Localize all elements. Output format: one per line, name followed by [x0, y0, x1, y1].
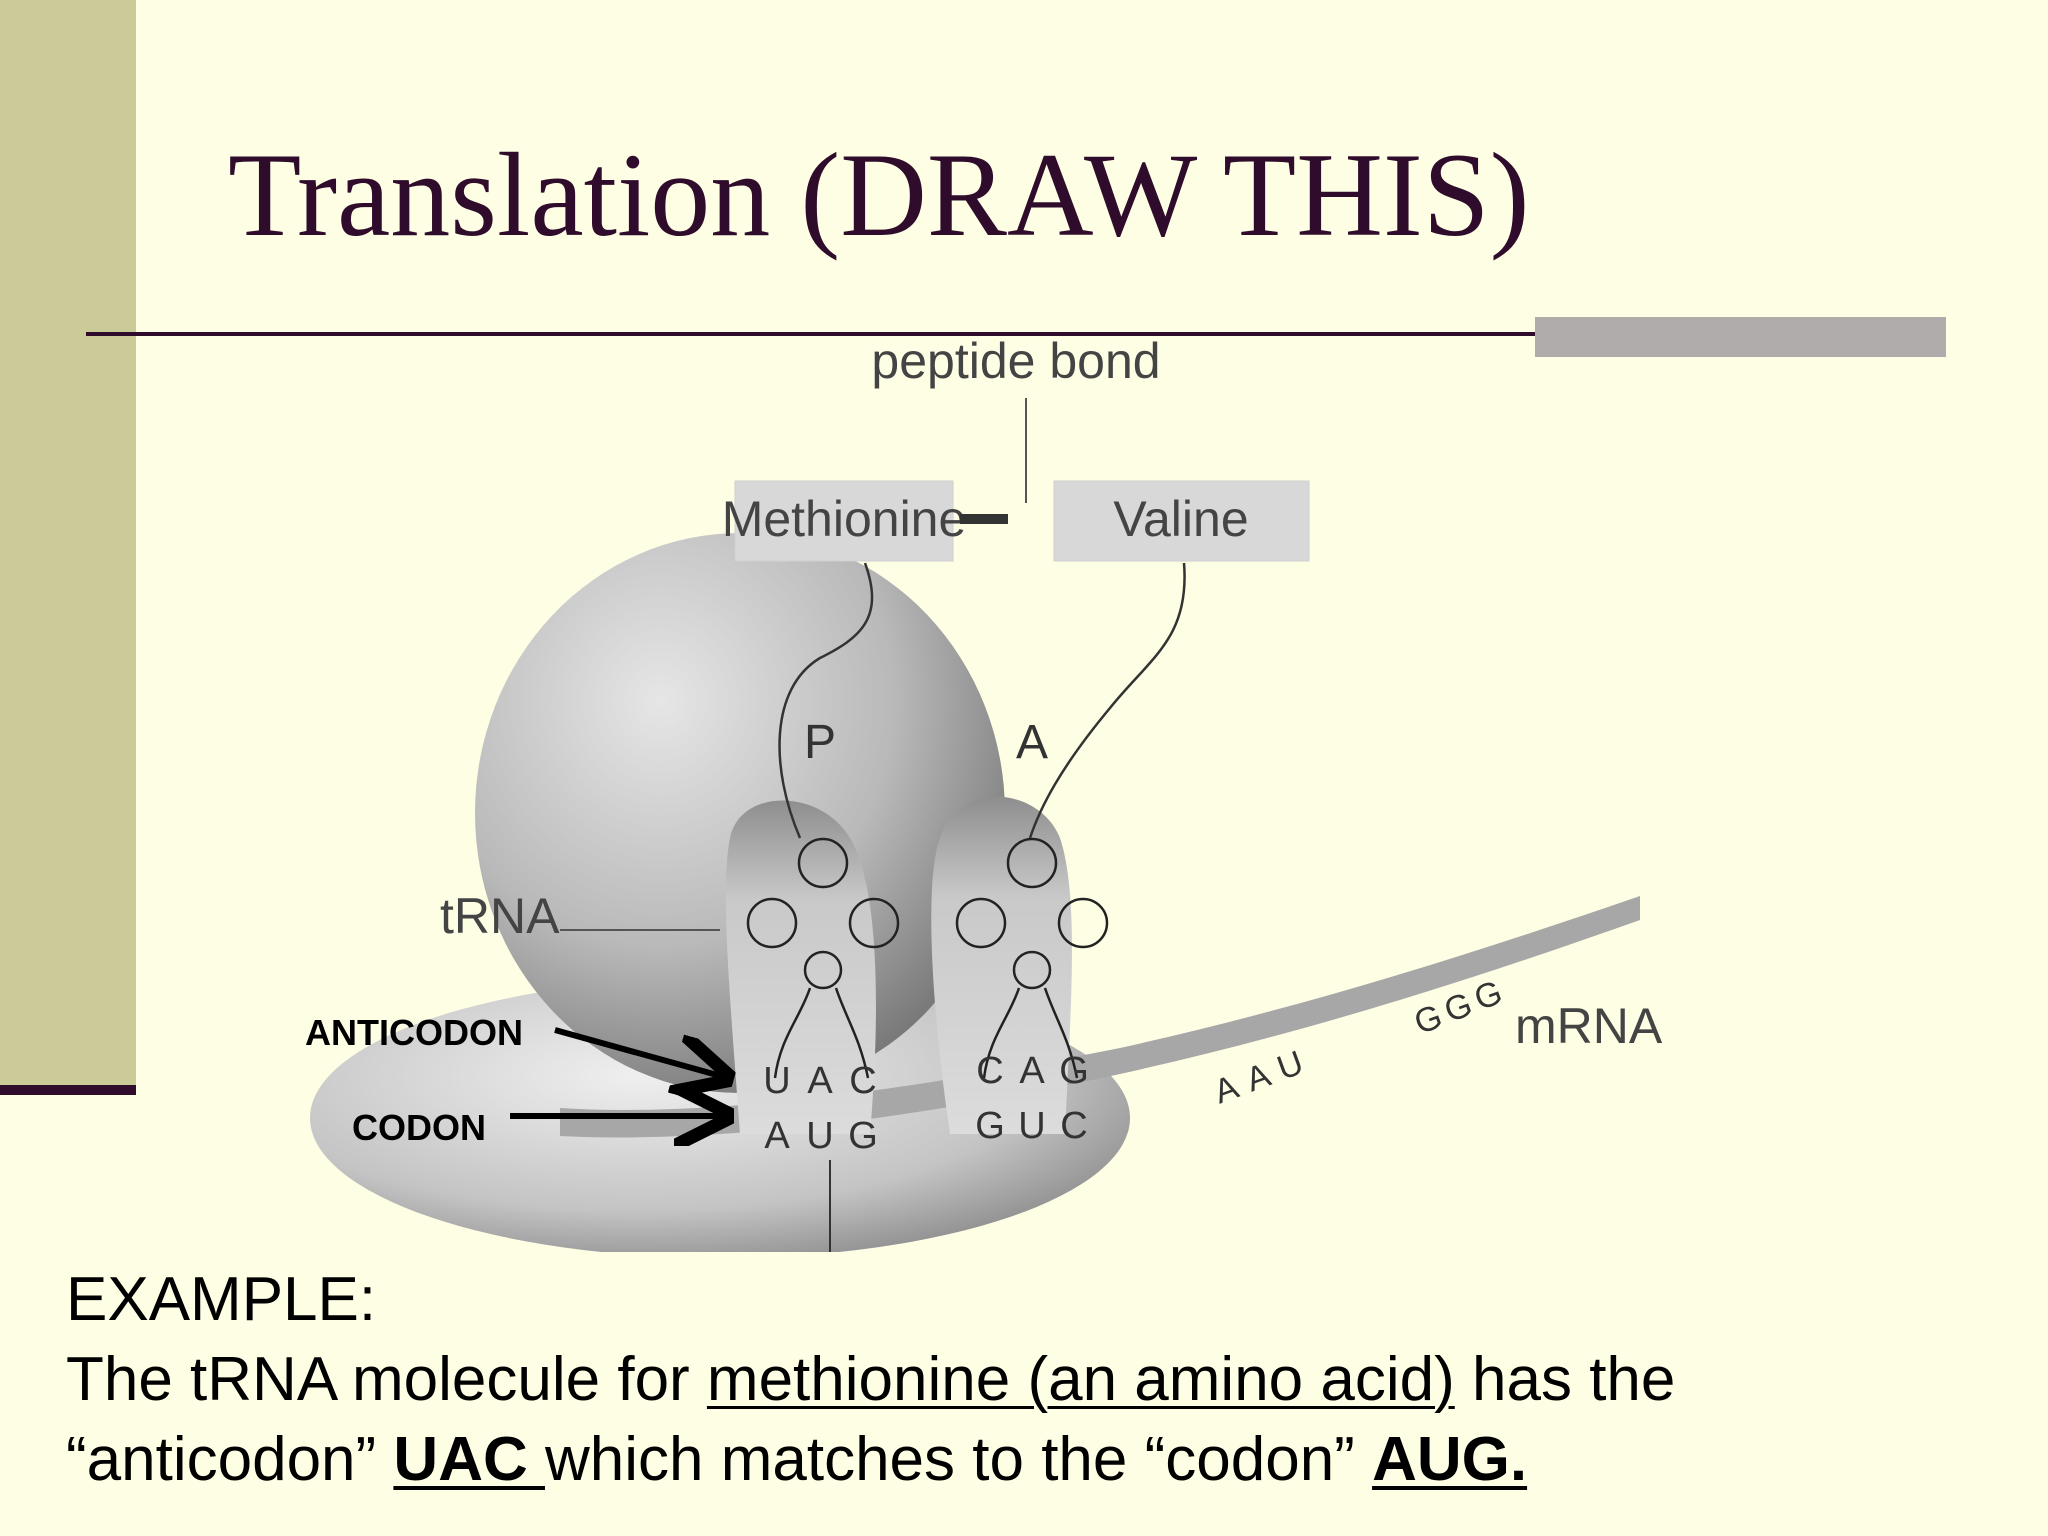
- caption-line-2: “anticodon” UAC which matches to the “co…: [66, 1420, 2006, 1500]
- p-site-label: P: [804, 716, 836, 769]
- valine-trna-tether: [1028, 562, 1186, 839]
- slide-title: Translation (DRAW THIS): [228, 128, 1530, 261]
- mrna-ggg-base-1: G: [1409, 997, 1447, 1042]
- codon-label: CODON: [352, 1107, 486, 1148]
- mrna-ggg-base-2: G: [1439, 985, 1477, 1030]
- caption-line2-middle: which matches to the “codon”: [544, 1425, 1373, 1494]
- valine-box: [1053, 480, 1310, 562]
- caption-methionine-underlined: methionine (an amino acid): [706, 1345, 1455, 1414]
- caption-line1-prefix: The tRNA molecule for: [66, 1345, 707, 1414]
- a-anticodon-base-3: G: [1059, 1050, 1089, 1092]
- caption-line-1: The tRNA molecule for methionine (an ami…: [66, 1340, 2006, 1420]
- p-codon-base-2: U: [806, 1115, 833, 1157]
- anticodon-label: ANTICODON: [305, 1012, 523, 1053]
- peptide-bond-label: peptide bond: [871, 333, 1160, 389]
- a-site-trna: [955, 837, 1109, 1079]
- p-anticodon-base-2: A: [807, 1060, 833, 1102]
- methionine-box: [734, 480, 954, 562]
- methionine-trna-tether: [778, 562, 874, 839]
- mrna-ggg-base-3: G: [1469, 973, 1507, 1018]
- p-codon-base-3: G: [848, 1115, 878, 1157]
- valine-label: Valine: [1113, 491, 1248, 547]
- a-site-anticodon: C A G: [976, 1050, 1089, 1092]
- a-site-label: A: [1016, 716, 1048, 769]
- mrna-aau-base-2: A: [1241, 1056, 1276, 1100]
- mrna-label: mRNA: [1515, 998, 1663, 1054]
- a-site-codon: G U C: [975, 1105, 1088, 1147]
- p-site-trna: [746, 837, 900, 1079]
- ribosome-translation-diagram: peptide bond Methionine Valine P A tRNA …: [305, 333, 1663, 1252]
- anticodon-arrow: [554, 1027, 728, 1078]
- a-codon-base-2: U: [1018, 1105, 1045, 1147]
- caption-anticodon-value: UAC: [393, 1425, 545, 1494]
- peptide-bond: [960, 514, 1008, 524]
- a-site-pocket: [931, 796, 1072, 1134]
- mrna-codon-aau: A A U: [1209, 1044, 1308, 1112]
- p-site-anticodon: U A C: [763, 1060, 876, 1102]
- p-site-codon: A U G: [764, 1115, 877, 1157]
- left-sidebar-accent: [0, 1085, 136, 1095]
- p-anticodon-base-1: U: [763, 1060, 790, 1102]
- trna-label: tRNA: [440, 888, 560, 944]
- p-codon-base-1: A: [764, 1115, 790, 1157]
- p-anticodon-base-3: C: [849, 1060, 876, 1102]
- caption-line1-suffix: has the: [1454, 1345, 1676, 1414]
- a-anticodon-base-1: C: [976, 1050, 1003, 1092]
- p-site-pocket: [725, 800, 876, 1134]
- a-codon-base-1: G: [975, 1105, 1005, 1147]
- a-codon-base-3: C: [1060, 1105, 1087, 1147]
- left-sidebar-bar: [0, 0, 136, 1085]
- mrna-aau-base-3: U: [1272, 1044, 1308, 1088]
- example-caption: EXAMPLE: The tRNA molecule for methionin…: [66, 1260, 2006, 1500]
- mrna-aau-base-1: A: [1209, 1068, 1244, 1112]
- caption-line2-prefix: “anticodon”: [66, 1425, 394, 1494]
- caption-heading: EXAMPLE:: [66, 1265, 377, 1334]
- a-anticodon-base-2: A: [1019, 1050, 1045, 1092]
- methionine-label: Methionine: [722, 491, 967, 547]
- caption-codon-value: AUG.: [1372, 1425, 1528, 1494]
- title-rule-accent: [1535, 317, 1946, 357]
- title-rule-line: [86, 332, 1946, 336]
